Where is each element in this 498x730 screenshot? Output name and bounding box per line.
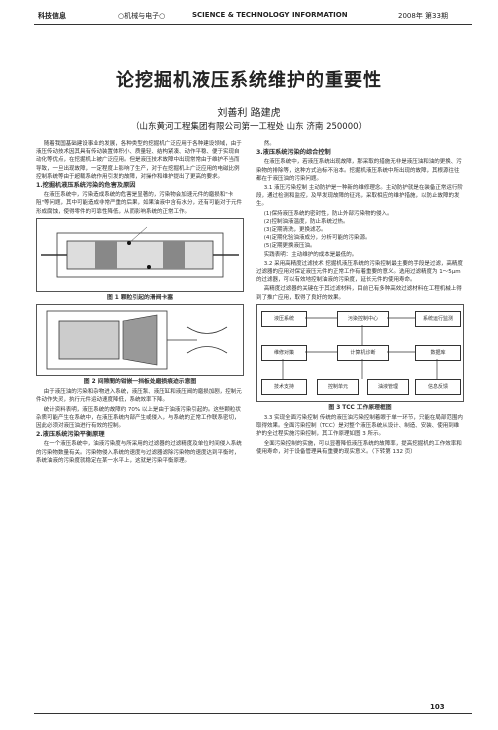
tcc-box: 污染控制中心: [337, 310, 389, 327]
page-number: 103: [430, 703, 445, 711]
tcc-box: 油液管理: [367, 378, 409, 395]
paragraph: 在液压系统中，若液压系统出现故障，那采取的措施无非是液压油和油的更换、污染物的排…: [256, 159, 462, 182]
figure-1: [36, 217, 244, 292]
figure-2-caption: 图 2 间隙間的钳嵌一挡板处磨损痕迹示意图: [83, 379, 197, 386]
tcc-box: 计算机诊断: [337, 344, 389, 361]
paragraph: 统计资料表明，液压系统的故障约 70% 以上是由于油液污染引起的。这些颗粒状杂质…: [36, 406, 241, 430]
issue-label: 2008年 第33期: [398, 12, 448, 20]
spool-valve-diagram: [41, 226, 239, 278]
tcc-box: 系统运行监测: [415, 310, 461, 327]
tcc-box: 液压系统: [261, 310, 307, 327]
journal-name: 科技信息: [38, 12, 66, 20]
measure-list-item: (3)定期清洗，更换滤芯。: [263, 227, 327, 234]
section-heading-1: 1.挖掘机液压系统污染的危害及原因: [36, 182, 136, 190]
right-column: 然。 3.液压系统污染的综合控制 在液压系统中，若液压系统出现故障，那采取的措施…: [256, 140, 464, 698]
left-column: 随着我国基础建设事业的发展，各种类型的挖掘机广泛应用于各种建设领域，由于液压传动…: [36, 140, 244, 698]
affiliation: （山东黄河工程集团有限公司第一工程处 山东 济南 250000）: [130, 122, 368, 132]
figure-1-caption: 图 1 颗粒引起的滑阀卡塞: [106, 294, 174, 301]
paragraph: 3.3 实现全面污染控制 传统的液压油污染控制着眼于单一环节，只能在局部范围内取…: [256, 415, 463, 438]
figure-3-caption: 图 3 TCC 工作原理框图: [328, 404, 392, 411]
intro-paragraph: 随着我国基础建设事业的发展，各种类型的挖掘机广泛应用于各种建设领域，由于液压传动…: [36, 141, 242, 180]
paragraph: 3.1 液压污染控制 主动防护是一种新的维修理念。主动防护就是在装备正常运行阶段…: [256, 185, 463, 208]
tcc-box: 技术支持: [261, 378, 307, 395]
footer-rule: [34, 713, 472, 714]
paragraph: 实践表明：主动维护的成本是最低的。: [263, 251, 358, 258]
figure-2: [36, 304, 244, 377]
section-label: ○机械与电子○: [118, 12, 166, 20]
paragraph: 高精度过滤器的关键在于其过滤材料，目前已有多种高效过滤材料在工程机械上得到了推广…: [256, 286, 462, 301]
section-heading-3: 3.液压系统污染的综合控制: [256, 149, 331, 157]
paragraph: 在一个液压系统中，油液污染度与所采用的过滤器的过滤精度及单位时间侵入系统的污染物…: [36, 441, 242, 464]
tcc-box: 维修对策: [261, 344, 307, 361]
tcc-box: 控制单元: [317, 378, 359, 395]
tcc-box: 数据库: [415, 344, 461, 361]
measure-list-item: (5)定期更换液压油。: [263, 243, 316, 250]
paragraph: 由于液压油的污染和杂物进入系统，液压泵、液压缸和液压阀的磨损加剧，控制元件动作失…: [36, 389, 242, 404]
paragraph: 3.2 采用高精度过滤技术 挖掘机液压系统的污染控制最主要的手段是过滤，高精度过…: [256, 260, 463, 284]
measure-list-item: (4)定期化验油液成分，分析可能的污染源。: [263, 235, 371, 242]
header-rule: [34, 24, 472, 25]
paragraph: 在液压系统中，污染造成系统的危害是显著的，污染物会加速元件的磨损和"卡阻"等问题…: [36, 192, 243, 215]
measure-list-item: (1)保持液压系统的密封性，防止外部污染物的侵入。: [263, 210, 393, 217]
page-header: 科技信息 ○机械与电子○ SCIENCE & TECHNOLOGY INFORM…: [0, 0, 498, 26]
figure-3-tcc-diagram: 液压系统 污染控制中心 系统运行监测 维修对策 计算机诊断 数据库 技术支持 控…: [256, 303, 464, 402]
article-title: 论挖掘机液压系统维护的重要性: [116, 70, 382, 91]
journal-english-name: SCIENCE & TECHNOLOGY INFORMATION: [192, 11, 348, 19]
paragraph: 全面污染控制的实施，可以显著降低液压系统的故障率，提高挖掘机的工作效率和使用寿命…: [256, 440, 462, 455]
authors: 刘善利 路建虎: [217, 108, 281, 119]
tcc-box: 信息反馈: [415, 378, 461, 395]
clearance-wear-diagram: [46, 310, 228, 370]
measure-list-item: (2)控制油液温度，防止系统过热。: [263, 218, 349, 225]
section-heading-2: 2.液压系统污染平衡原理: [36, 431, 105, 439]
paragraph: 然。: [263, 141, 275, 147]
